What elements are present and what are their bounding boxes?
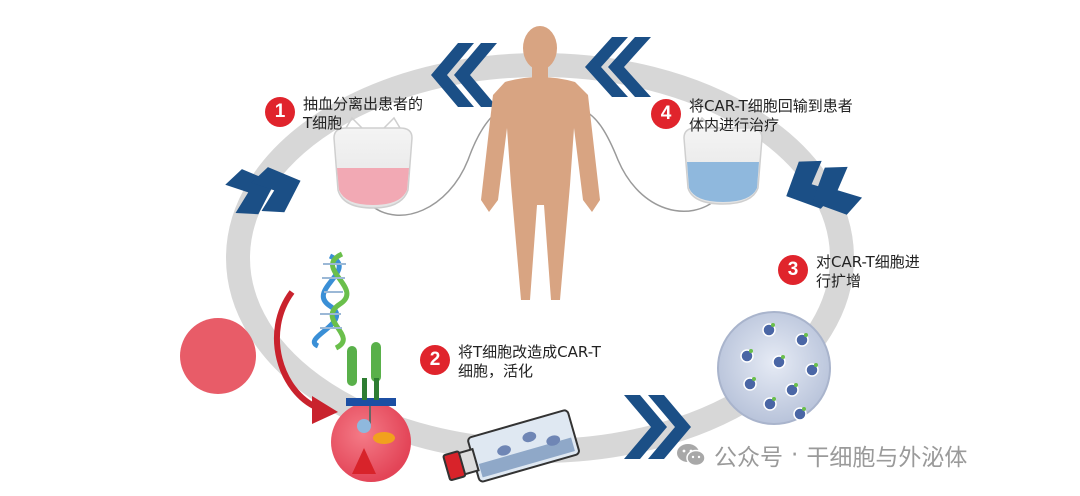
chevron-arrow-top-right-icon — [585, 37, 651, 97]
step-2-badge: 2 — [420, 345, 450, 375]
expanded-cells — [740, 323, 819, 421]
watermark: 公众号 · 干细胞与外泌体 — [676, 440, 968, 471]
step-3-badge: 3 — [778, 255, 808, 285]
step-4-badge: 4 — [651, 99, 681, 129]
step-1-label: 抽血分离出患者的 T细胞 — [303, 95, 424, 132]
wechat-icon — [677, 444, 706, 467]
car-t-cell-icon — [331, 342, 411, 482]
chevron-arrow-left-icon — [225, 167, 301, 215]
step-1-badge: 1 — [265, 97, 295, 127]
step-2-label: 将T细胞改造成CAR-T 细胞，活化 — [458, 343, 601, 380]
chevron-arrow-right-icon — [786, 160, 863, 215]
watermark-name: 干细胞与外泌体 — [806, 445, 968, 471]
car-t-bag-icon — [683, 116, 763, 205]
petri-dish-icon — [717, 311, 831, 425]
watermark-separator: · — [791, 442, 799, 468]
step-3-label: 对CAR-T细胞进 行扩增 — [816, 253, 920, 290]
chevron-arrow-bottom-icon — [624, 395, 691, 459]
patient-figure-icon — [481, 26, 600, 300]
transduction-arrowhead-icon — [312, 396, 338, 424]
blood-bag-icon — [333, 116, 413, 209]
chevron-arrow-top-left-icon — [431, 43, 497, 107]
culture-flask-icon — [442, 409, 580, 483]
target-cell-icon — [180, 318, 256, 394]
tube-right — [582, 109, 719, 212]
tube-left — [371, 107, 504, 216]
step-4-label: 将CAR-T细胞回输到患者 体内进行治疗 — [689, 97, 853, 134]
transduction-arrow-icon — [274, 290, 320, 411]
dna-helix-icon — [312, 251, 350, 351]
watermark-prefix: 公众号 — [714, 445, 783, 471]
